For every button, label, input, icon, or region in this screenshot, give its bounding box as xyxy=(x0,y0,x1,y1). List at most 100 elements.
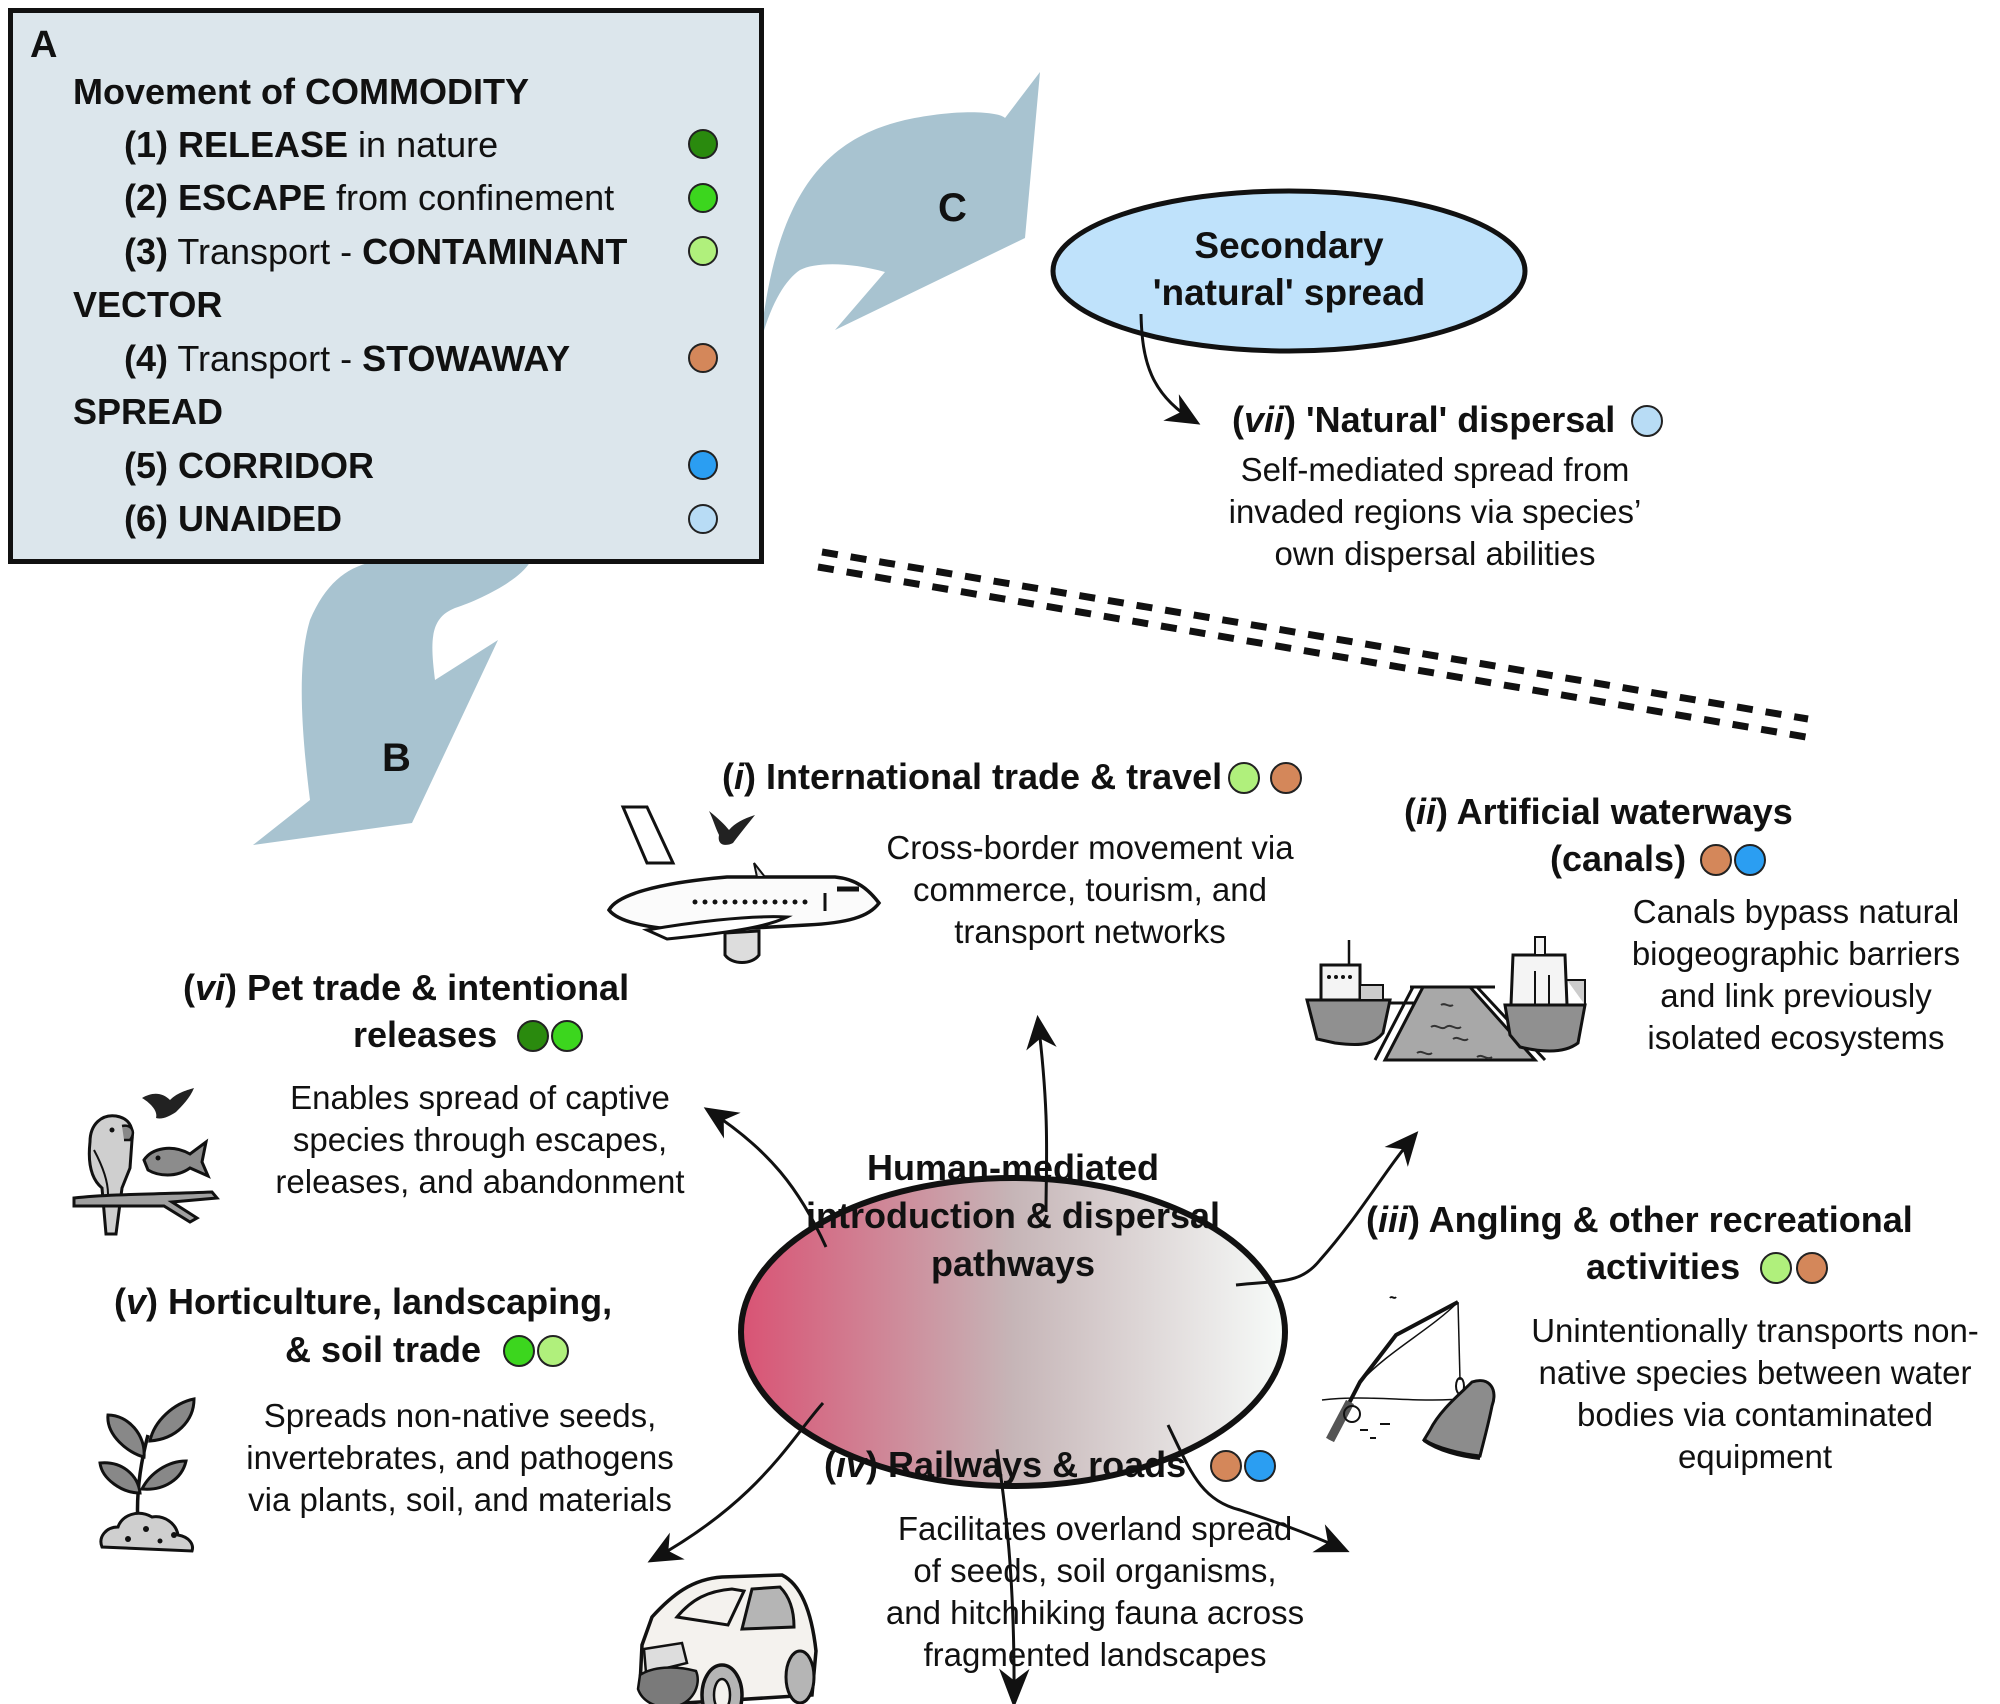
legend-dot-release xyxy=(688,129,718,159)
escape-dot xyxy=(503,1335,536,1367)
panel-label-c: C xyxy=(938,186,967,230)
legend-heading-spread: SPREAD xyxy=(73,391,224,432)
center-line-1: Human-mediated xyxy=(866,1147,1160,1188)
legend-item-key: STOWAWAY xyxy=(362,338,571,379)
secondary-spread-ellipse xyxy=(1050,188,1528,354)
corridor-dot xyxy=(1734,844,1767,876)
release-dot xyxy=(517,1020,550,1052)
secondary-line-2: 'natural' spread xyxy=(1152,272,1426,313)
pathway-numeral: vi xyxy=(195,967,226,1008)
center-ellipse xyxy=(738,1175,1288,1489)
arrow-to-vi xyxy=(703,1107,828,1248)
arrow-c-shape xyxy=(760,72,1040,345)
pathway-numeral: v xyxy=(126,1281,147,1322)
pathway-vi-title-line2: releases xyxy=(353,1017,584,1053)
stowaway-dot xyxy=(1270,762,1303,794)
pathway-numeral: iv xyxy=(836,1444,867,1485)
desc-line: bodies via contaminated xyxy=(1577,1396,1933,1433)
legend-item-stowaway: (4) Transport - STOWAWAY xyxy=(124,341,570,377)
desc-line: equipment xyxy=(1677,1438,1833,1475)
pathway-iv-title: (iv) Railways & roads xyxy=(824,1444,1277,1485)
legend-item-corridor: (5) CORRIDOR xyxy=(124,448,374,484)
desc-line: invertebrates, and pathogens xyxy=(246,1439,674,1476)
legend-item-key: CONTAMINANT xyxy=(362,231,628,272)
arrow-to-iii xyxy=(1166,1424,1350,1553)
pathway-title-text: (canals) xyxy=(1550,838,1687,879)
legend-item-num: (5) xyxy=(124,445,178,486)
pathway-v-description: Spreads non-native seeds, invertebrates,… xyxy=(210,1395,710,1521)
legend-dot-stowaway xyxy=(688,343,718,373)
arrow-b-shape xyxy=(253,562,530,845)
secondary-spread-label: Secondary 'natural' spread xyxy=(1053,222,1525,316)
center-line-2: introduction & dispersal xyxy=(805,1195,1221,1236)
pathway-iii-title-line2: activities xyxy=(1586,1246,1829,1287)
pathway-v-title: (v) Horticulture, landscaping, xyxy=(114,1281,613,1322)
legend-item-release: (1) RELEASE in nature xyxy=(124,127,498,163)
separator-dashed-line-upper xyxy=(821,548,1809,723)
canal-ships-icon xyxy=(1305,936,1587,1062)
pathway-numeral: ii xyxy=(1416,791,1437,832)
legend-item-contaminant: (3) Transport - CONTAMINANT xyxy=(124,234,627,270)
legend-item-prefix: Transport - xyxy=(168,231,363,272)
legend-item-key: UNAIDED xyxy=(178,498,343,539)
muddy-car-icon xyxy=(636,1573,818,1704)
desc-line: Self-mediated spread from xyxy=(1240,451,1630,488)
legend-dot-unaided xyxy=(688,504,718,534)
pathway-i-title: (i) International trade & travel xyxy=(722,756,1303,797)
pathway-ii-title: (ii) Artificial waterways xyxy=(1404,791,1793,832)
legend-item-escape: (2) ESCAPE from confinement xyxy=(124,180,614,216)
secondary-line-1: Secondary xyxy=(1194,225,1384,266)
arrow-to-ii xyxy=(1235,1131,1419,1287)
pathway-title-text: 'Natural' dispersal xyxy=(1296,399,1616,440)
desc-line: and hitchhiking fauna across xyxy=(885,1594,1305,1631)
legend-item-num: (4) Transport - xyxy=(124,338,362,379)
legend-item-rest: in nature xyxy=(348,124,499,165)
pathway-ii-title-line2: (canals) xyxy=(1550,838,1767,879)
legend-item-number: (3) xyxy=(124,231,168,272)
contaminant-dot xyxy=(1760,1252,1793,1284)
desc-line: Unintentionally transports non- xyxy=(1531,1312,1979,1349)
pathway-title-text: Angling & other recreational xyxy=(1420,1199,1913,1240)
panel-label-a: A xyxy=(30,24,58,66)
desc-line: commerce, tourism, and xyxy=(913,871,1267,908)
desc-line: Cross-border movement via xyxy=(886,829,1294,866)
legend-item-num: (1) xyxy=(124,124,178,165)
pathway-numeral: iii xyxy=(1378,1199,1409,1240)
unaided-dot xyxy=(1631,405,1664,437)
airplane-icon xyxy=(606,805,882,964)
pathway-vii-description: Self-mediated spread from invaded region… xyxy=(1185,449,1685,575)
pathway-v-title-line2: & soil trade xyxy=(285,1332,570,1368)
legend-item-rest: from confinement xyxy=(326,177,615,218)
desc-line: transport networks xyxy=(954,913,1226,950)
pathway-iii-description: Unintentionally transports non- native s… xyxy=(1505,1310,2000,1478)
pathway-title-text: activities xyxy=(1586,1246,1741,1287)
stowaway-dot xyxy=(1700,844,1733,876)
legend-dot-escape xyxy=(688,183,718,213)
desc-line: Spreads non-native seeds, xyxy=(263,1397,657,1434)
plant-soil-icon xyxy=(98,1397,196,1553)
desc-line: native species between water xyxy=(1538,1354,1972,1391)
arrow-to-iv xyxy=(995,1449,1030,1704)
pathway-i-description: Cross-border movement via commerce, tour… xyxy=(840,827,1340,953)
desc-line: invaded regions via species’ xyxy=(1228,493,1642,530)
desc-line: Canals bypass natural xyxy=(1632,893,1960,930)
legend-item-number: (4) xyxy=(124,338,168,379)
legend-item-num: (2) xyxy=(124,177,178,218)
pathway-numeral: i xyxy=(734,756,745,797)
legend-heading-vector: VECTOR xyxy=(73,284,223,325)
desc-line: species through escapes, xyxy=(292,1121,668,1158)
desc-line: and link previously xyxy=(1660,977,1932,1014)
separator-dashed-line-lower xyxy=(817,563,1807,741)
pathway-vi-description: Enables spread of captive species throug… xyxy=(240,1077,720,1203)
pathway-title-text: Railways & roads xyxy=(878,1444,1187,1485)
legend-dot-contaminant xyxy=(688,236,718,266)
arrow-to-v xyxy=(647,1402,825,1563)
desc-line: Enables spread of captive xyxy=(290,1079,670,1116)
legend-item-num: (6) xyxy=(124,498,178,539)
legend-item-num: (3) Transport - xyxy=(124,231,362,272)
desc-line: own dispersal abilities xyxy=(1274,535,1596,572)
desc-line: of seeds, soil organisms, xyxy=(913,1552,1277,1589)
legend-item-key: ESCAPE xyxy=(178,177,327,218)
